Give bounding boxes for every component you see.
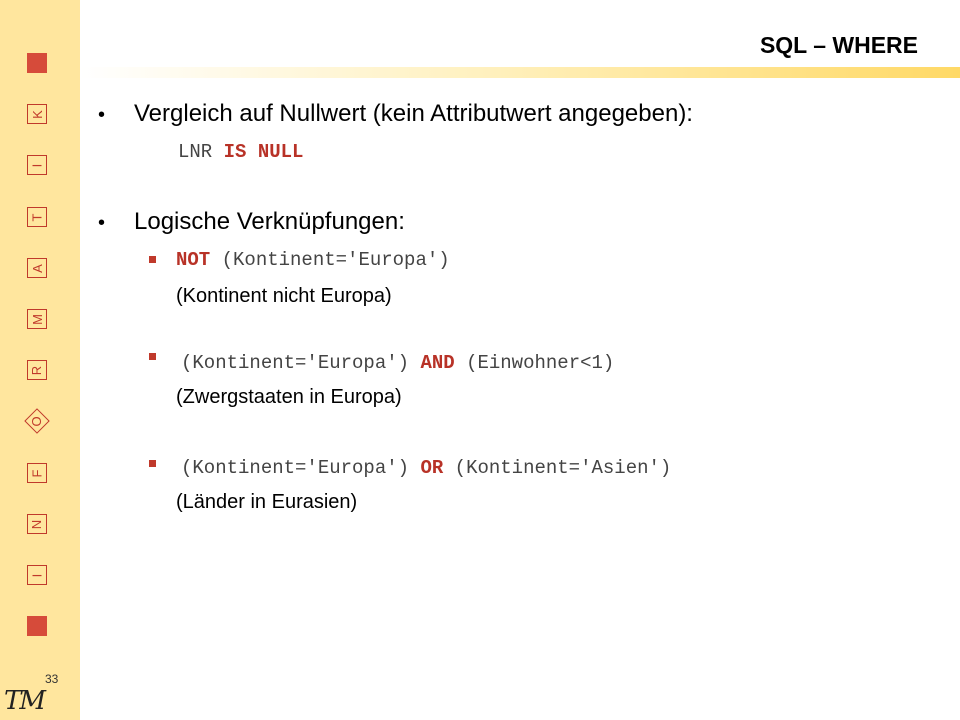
code-plain: LNR — [178, 141, 224, 163]
slide-title: SQL – WHERE — [759, 32, 918, 58]
code-keyword: OR — [420, 457, 444, 479]
bullet-dot-icon: • — [98, 104, 106, 126]
sidebar-letter-r: R — [27, 360, 47, 380]
sidebar: K I T A M R O F N I 33 TM — [0, 0, 80, 720]
code-keyword: AND — [420, 352, 455, 374]
informatik-letter-column: K I T A M R O F N I — [24, 0, 50, 720]
code-keyword: IS NULL — [223, 141, 304, 163]
sidebar-letter-n: N — [27, 514, 47, 534]
code-and: (Kontinent='Europa') AND (Einwohner<1) — [181, 352, 615, 374]
bullet-dot-icon: • — [98, 212, 106, 234]
sidebar-letter-a: A — [27, 258, 47, 278]
note-and: (Zwergstaaten in Europa) — [176, 386, 402, 408]
bullet-text: Vergleich auf Nullwert (kein Attributwer… — [134, 100, 693, 127]
sidebar-letter-o: O — [24, 408, 50, 434]
bullet-null-comparison: • Vergleich auf Nullwert (kein Attributwe… — [98, 100, 693, 128]
sidebar-letter-m: M — [27, 309, 47, 329]
code-keyword: NOT — [176, 249, 211, 271]
note-not: (Kontinent nicht Europa) — [176, 285, 392, 307]
tm-logo: TM — [4, 686, 46, 716]
square-bullet-icon — [146, 457, 158, 469]
page-number: 33 — [45, 672, 59, 686]
bullet-text: Logische Verknüpfungen: — [134, 208, 405, 235]
square-bullet-icon — [146, 350, 158, 362]
sidebar-letter-t: T — [27, 207, 47, 227]
title-underline-bar — [80, 67, 960, 78]
sidebar-square-bottom — [27, 616, 47, 636]
code-is-null: LNR IS NULL — [178, 141, 303, 163]
sidebar-letter-i: I — [27, 155, 47, 175]
sidebar-letter-k: K — [27, 104, 47, 124]
sidebar-letter-i-bottom: I — [27, 565, 47, 585]
sidebar-letter-f: F — [27, 463, 47, 483]
code-or: (Kontinent='Europa') OR (Kontinent='Asie… — [181, 457, 672, 479]
bullet-logical-operators: • Logische Verknüpfungen: — [98, 208, 405, 236]
sidebar-square-top — [27, 53, 47, 73]
note-or: (Länder in Eurasien) — [176, 491, 358, 513]
square-bullet-icon — [146, 253, 158, 265]
code-not: NOT (Kontinent='Europa') — [176, 249, 450, 271]
